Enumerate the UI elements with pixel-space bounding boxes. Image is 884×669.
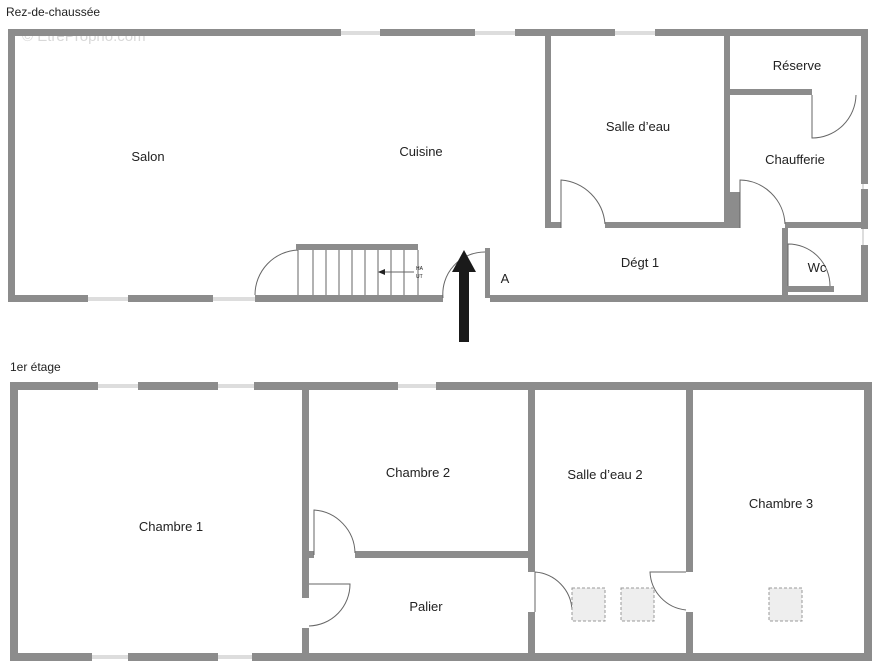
room-palier: Palier — [409, 599, 443, 614]
staircase: HA UT — [296, 244, 424, 295]
first-floor-walls — [10, 382, 872, 661]
room-chaufferie: Chaufferie — [765, 152, 825, 167]
room-chambre2: Chambre 2 — [386, 465, 450, 480]
room-cuisine: Cuisine — [399, 144, 442, 159]
ground-floor-walls — [8, 29, 868, 302]
ground-doors — [254, 94, 857, 299]
ground-floor-title: Rez-de-chaussée — [6, 5, 100, 19]
room-salle-eau: Salle d’eau — [606, 119, 670, 134]
stair-direction-icon — [378, 269, 385, 275]
room-chambre1: Chambre 1 — [139, 519, 203, 534]
room-wc: Wc — [808, 260, 827, 275]
room-reserve: Réserve — [773, 58, 821, 73]
skylights — [571, 587, 803, 622]
room-degt: Dégt 1 — [621, 255, 659, 270]
room-chambre3: Chambre 3 — [749, 496, 813, 511]
first-floor-title: 1er étage — [10, 360, 61, 374]
entrance-arrow-icon — [452, 250, 476, 342]
ground-windows — [88, 31, 864, 301]
first-doors — [308, 509, 687, 627]
first-windows — [92, 384, 436, 659]
stair-label-bottom: UT — [416, 274, 423, 280]
stair-label-top: HA — [416, 266, 424, 272]
room-salon: Salon — [131, 149, 164, 164]
entrance-marker: A — [501, 271, 510, 286]
room-salle-eau2: Salle d’eau 2 — [567, 467, 642, 482]
